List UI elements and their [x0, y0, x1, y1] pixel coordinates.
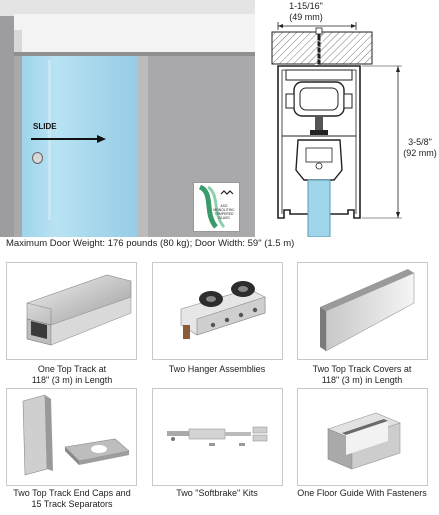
caption-line: Two Top Track Covers at [312, 364, 412, 374]
caption-line: 118" (3 m) in Length [31, 375, 113, 385]
logo-text-2: MONOLITHIC [213, 208, 235, 212]
tempered-glass-logo: ASG MONOLITHIC TEMPERED GLASS [193, 182, 240, 232]
top-track-image [6, 262, 137, 360]
caption-line: One Top Track at [37, 364, 107, 374]
item-caption-softbrake: Two "Softbrake" Kits [147, 488, 287, 499]
door-photo: SLIDE ASG MONOLITHIC TEMPERED GLASS [0, 0, 255, 237]
top-track-covers-image [297, 262, 428, 360]
wall-left [0, 16, 14, 237]
logo-text-3: TEMPERED [215, 212, 234, 216]
ceiling-band [0, 0, 255, 16]
hanger-assemblies-image [152, 262, 283, 360]
caption-line: 15 Track Separators [31, 499, 113, 509]
caption-line: Two Top Track End Caps and [13, 488, 131, 498]
end-caps-image [6, 388, 137, 486]
logo-text-4: GLASS [218, 216, 230, 220]
track-cross-section-drawing: 1-15/16" (49 mm) [258, 0, 439, 238]
door-knob [32, 152, 43, 164]
logo-text-1: ASG [220, 204, 228, 208]
caption-line: Two "Softbrake" Kits [176, 488, 258, 498]
width-metric: (49 mm) [289, 12, 323, 22]
arrow-right-icon [31, 135, 106, 143]
item-caption-floor-guide: One Floor Guide With Fasteners [292, 488, 432, 499]
height-metric: (92 mm) [403, 148, 437, 158]
rail-end [14, 30, 22, 52]
floor-guide-image [297, 388, 428, 486]
rail-shadow [14, 52, 255, 56]
item-caption-hanger: Two Hanger Assemblies [147, 364, 287, 375]
height-label: 3-5/8" [408, 137, 432, 147]
slide-label: SLIDE [33, 122, 57, 131]
width-label: 1-15/16" [289, 1, 323, 11]
top-track-rail [14, 14, 255, 53]
spec-caption: Maximum Door Weight: 176 pounds (80 kg);… [6, 238, 295, 249]
item-caption-covers: Two Top Track Covers at 118" (3 m) in Le… [292, 364, 432, 386]
item-caption-top-track: One Top Track at 118" (3 m) in Length [2, 364, 142, 386]
glass-edge [138, 40, 148, 237]
softbrake-kits-image [152, 388, 283, 486]
caption-line: One Floor Guide With Fasteners [297, 488, 427, 498]
caption-line: 118" (3 m) in Length [321, 375, 403, 385]
caption-line: Two Hanger Assemblies [168, 364, 266, 374]
item-caption-end-caps: Two Top Track End Caps and 15 Track Sepa… [2, 488, 142, 510]
